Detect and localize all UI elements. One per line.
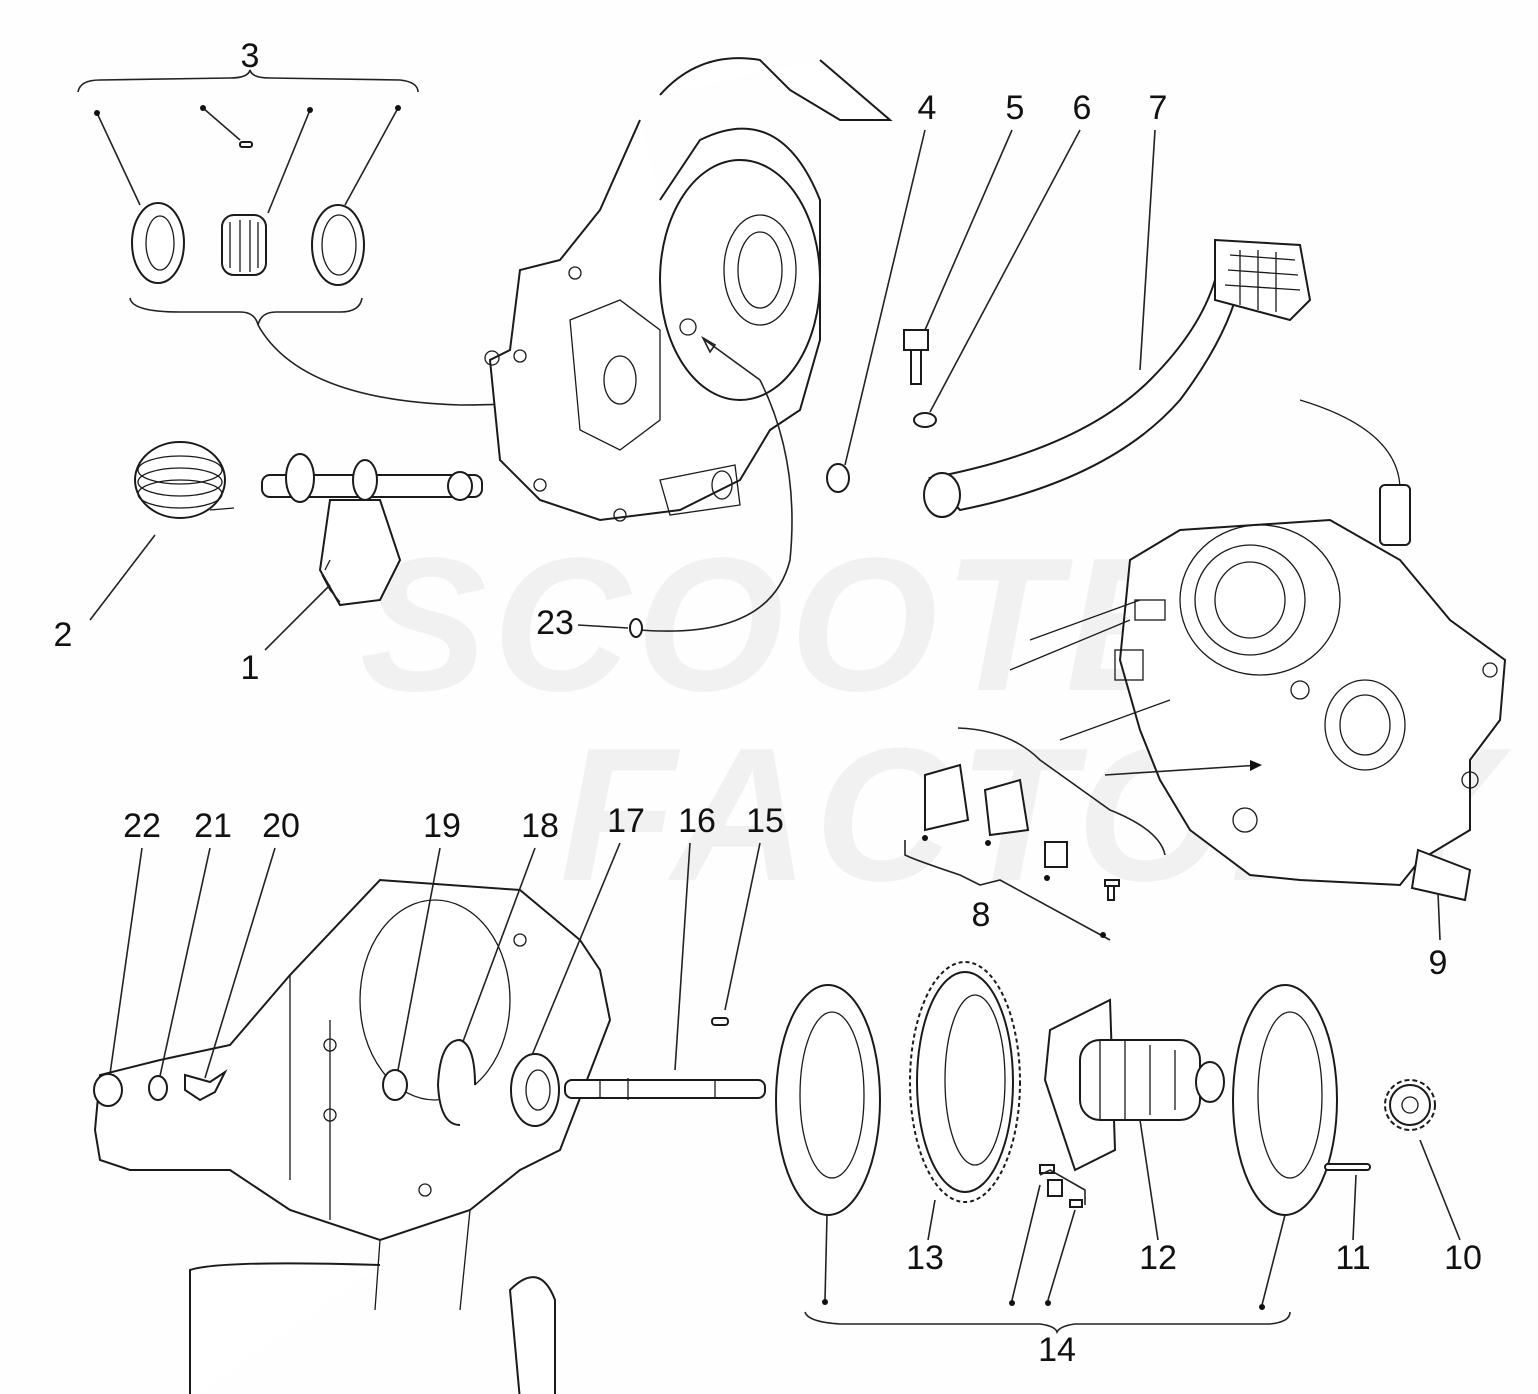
- label-16: 16: [678, 802, 716, 840]
- label-6: 6: [1073, 89, 1092, 127]
- part-11-pin: [1324, 1163, 1371, 1171]
- part-6-washer: [913, 412, 937, 428]
- part-15-pin: [711, 1017, 729, 1026]
- label-20: 20: [262, 807, 300, 845]
- part-3-bearing-kit: [77, 69, 601, 406]
- part-10-sprocket: [1384, 1079, 1436, 1131]
- flywheel-cover-housing: [484, 57, 893, 632]
- part-13-ring-gear: [909, 961, 1021, 1203]
- callout-labels: 3 4 5 6 7 2 1 23 22 21 20 19 18 17 16 15…: [54, 37, 1482, 1369]
- label-1: 1: [241, 649, 260, 687]
- label-8: 8: [972, 896, 991, 934]
- label-7: 7: [1149, 89, 1168, 127]
- label-10: 10: [1444, 1239, 1482, 1277]
- label-4: 4: [918, 89, 937, 127]
- part-14-gasket-right: [1232, 984, 1338, 1216]
- part-17-bearing: [510, 1053, 560, 1127]
- label-11: 11: [1335, 1239, 1370, 1277]
- label-15: 15: [746, 802, 784, 840]
- label-23: 23: [536, 604, 574, 642]
- part-1-kickstart-shaft: [261, 453, 483, 607]
- part-5-bolt: [903, 329, 929, 385]
- label-17: 17: [607, 802, 645, 840]
- label-21: 21: [194, 807, 232, 845]
- part-2-kickstart-spring: [134, 441, 235, 519]
- part-8-shim-set: [904, 727, 1166, 941]
- label-13: 13: [906, 1239, 944, 1277]
- part-14-gasket-left: [775, 984, 881, 1216]
- part-16-shaft: [564, 1078, 766, 1100]
- label-18: 18: [521, 807, 559, 845]
- label-12: 12: [1139, 1239, 1177, 1277]
- label-2: 2: [54, 616, 73, 654]
- label-22: 22: [123, 807, 161, 845]
- crankcase-half-left: [93, 878, 612, 1394]
- label-5: 5: [1006, 89, 1025, 127]
- part-12-cluster-gear: [1043, 998, 1225, 1172]
- part-9-pad: [1410, 848, 1472, 902]
- label-9: 9: [1429, 944, 1448, 982]
- crankcase-half-right: [1009, 399, 1507, 887]
- label-19: 19: [423, 807, 461, 845]
- part-18-circlip: [436, 1038, 476, 1126]
- label-14: 14: [1038, 1331, 1076, 1369]
- part-4-seal: [826, 463, 850, 493]
- label-3: 3: [241, 37, 260, 75]
- part-14-spring-and-pin: [1009, 1164, 1086, 1306]
- part-7-kickstart-lever: [923, 238, 1312, 518]
- part-23-o-ring: [629, 618, 643, 638]
